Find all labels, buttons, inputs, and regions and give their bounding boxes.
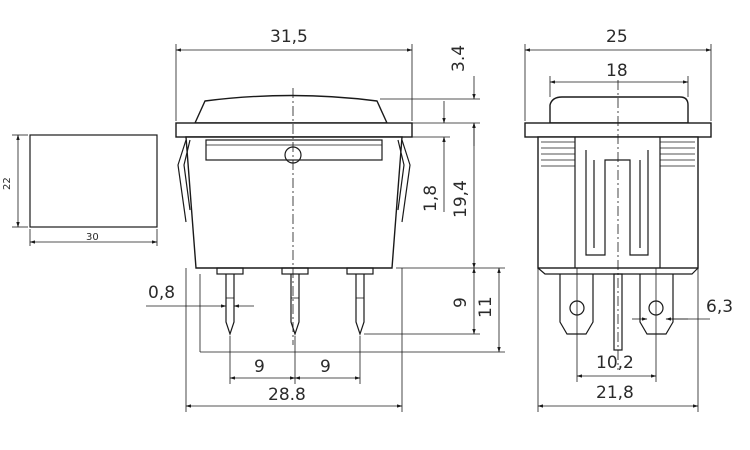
overall-width-label: 31,5	[270, 27, 308, 47]
pin-length-label: 9	[451, 297, 471, 308]
side-width-label: 25	[606, 27, 628, 47]
terminal-spacing-label: 10,2	[596, 353, 634, 373]
rocker-height-label: 3.4	[449, 45, 469, 72]
body-height-label: 19,4	[451, 180, 471, 218]
cutout-width-label: 30	[86, 232, 99, 243]
pin-width-label: 0,8	[148, 283, 175, 303]
panel-cutout-view: 22 30	[2, 134, 158, 246]
body-depth-label: 21,8	[596, 383, 634, 403]
front-view: 31,5 3.4 1,8 19,4 9 11 0,8	[146, 27, 505, 412]
pin-pitch-left-label: 9	[254, 357, 265, 377]
pin-pitch-right-label: 9	[320, 357, 331, 377]
flange-thickness-label: 1,8	[421, 185, 441, 212]
terminal-width-label: 6,3	[706, 297, 733, 317]
pin-span-label: 28.8	[268, 385, 306, 405]
rocker-width-label: 18	[606, 61, 628, 81]
pin-total-label: 11	[476, 296, 496, 318]
side-view: 25 18 6,3 10,2 21,8	[524, 27, 733, 412]
cutout-height-label: 22	[2, 177, 13, 190]
